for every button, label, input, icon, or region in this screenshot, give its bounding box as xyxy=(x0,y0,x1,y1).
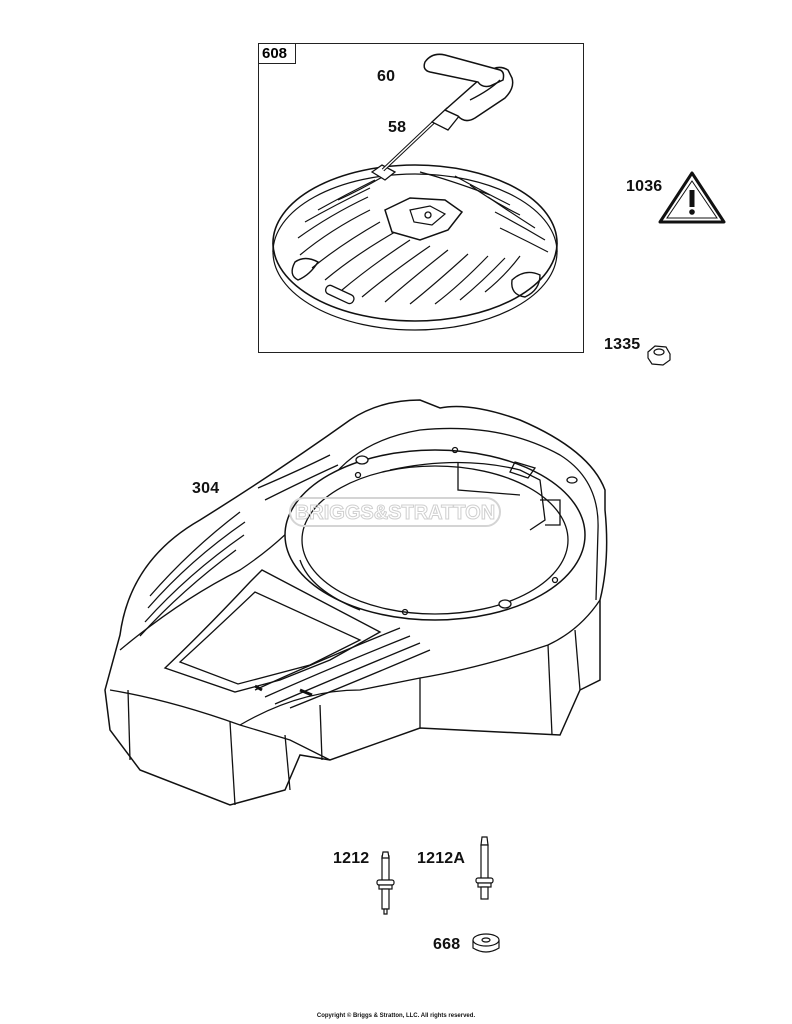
label-spacer: 668 xyxy=(433,936,461,953)
rewind-starter-kit-frame xyxy=(258,43,584,353)
copyright-text: Copyright © Briggs & Stratton, LLC. All … xyxy=(316,1013,476,1019)
nut-illustration xyxy=(647,345,671,366)
rewind-starter-illustration xyxy=(272,53,558,331)
blower-housing-illustration xyxy=(104,399,608,806)
spacer-illustration xyxy=(472,933,500,953)
stud-illustration xyxy=(376,851,395,915)
warning-triangle-icon xyxy=(658,171,726,224)
watermark-text: BRIGGS&STRATTON xyxy=(295,502,495,524)
label-rope: 58 xyxy=(388,119,407,136)
kit-number-tag: 608 xyxy=(258,43,296,64)
label-stud: 1212 xyxy=(333,850,370,867)
stud-alt-illustration xyxy=(475,836,494,900)
brand-watermark: BRIGGS&STRATTON xyxy=(289,497,501,527)
label-handle: 60 xyxy=(377,68,396,85)
label-blower-housing: 304 xyxy=(192,480,220,497)
label-warning-label: 1036 xyxy=(626,178,663,195)
label-nut: 1335 xyxy=(604,336,641,353)
label-stud-alt: 1212A xyxy=(417,850,466,867)
